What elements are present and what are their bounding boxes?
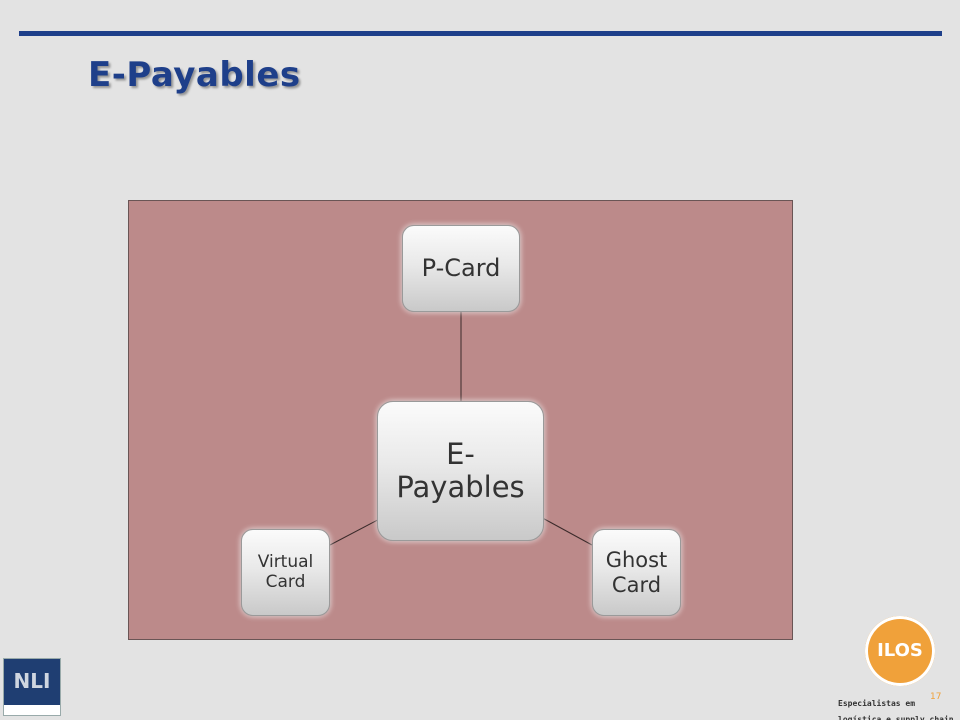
- title-rule: [19, 31, 942, 36]
- node-p-card: P-Card: [402, 225, 520, 312]
- node-virtual-card: Virtual Card: [241, 529, 330, 616]
- ilos-tagline: Especialistas em logística e supply chai…: [838, 696, 960, 720]
- slide-title: E-Payables: [88, 55, 301, 95]
- connector-right: [536, 514, 593, 546]
- slide-number: 17: [930, 692, 942, 702]
- ilos-logo: ILOS: [865, 616, 935, 686]
- tagline-line-2: logística e supply chain: [838, 715, 954, 720]
- ilos-logo-text: ILOS: [877, 640, 923, 661]
- nli-logo-band: [4, 705, 60, 715]
- tagline-line-1: Especialistas em: [838, 699, 916, 708]
- diagram-panel: P-Card E- Payables Virtual Card Ghost Ca…: [128, 200, 793, 640]
- node-ghost-card: Ghost Card: [592, 529, 681, 616]
- nli-logo-text: NLI: [13, 669, 51, 693]
- nli-logo: NLI: [3, 658, 61, 716]
- node-e-payables-label: E- Payables: [396, 436, 525, 504]
- node-e-payables: E- Payables: [377, 401, 544, 541]
- node-ghost-card-label: Ghost Card: [605, 548, 668, 597]
- node-p-card-label: P-Card: [421, 253, 501, 282]
- node-virtual-card-label: Virtual Card: [257, 551, 314, 592]
